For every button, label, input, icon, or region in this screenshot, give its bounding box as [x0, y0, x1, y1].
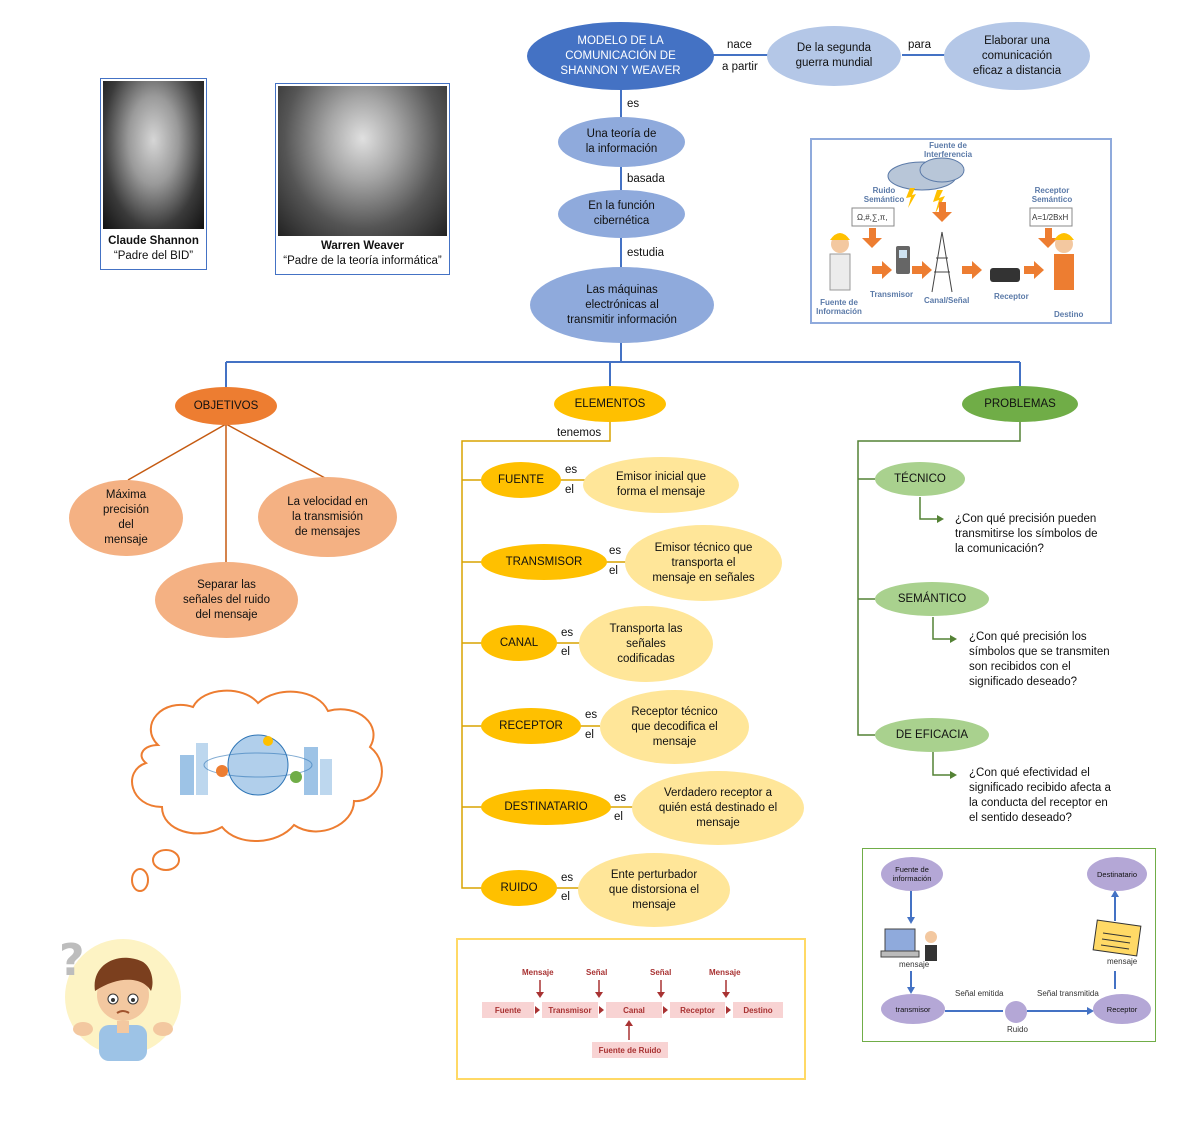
diag3-senal-emitida: Señal emitida: [955, 989, 1004, 998]
label-es: es: [585, 709, 598, 721]
elemento-ruido: RUIDO: [481, 870, 557, 906]
label-el: el: [561, 891, 570, 903]
diag2-ruido: Fuente de Ruido: [592, 1042, 668, 1058]
shannon-photo: [103, 81, 204, 229]
diag1-ruido-sym: Ω,#,∑,π,: [857, 213, 888, 222]
elemento-destinatario: DESTINATARIO: [481, 789, 611, 825]
shannon-name: Claude Shannon: [108, 235, 199, 247]
weaver-photo: [278, 86, 447, 236]
thought-cloud: [131, 689, 383, 892]
objetivos-node: OBJETIVOS: [175, 387, 277, 425]
desc-transmisor: Emisor técnico que transporta el mensaje…: [625, 525, 782, 601]
label-el: el: [565, 484, 574, 496]
label-es: es: [561, 627, 574, 639]
diag3-transmisor: transmisor: [881, 994, 945, 1024]
elemento-fuente: FUENTE: [481, 462, 561, 498]
label-es: es: [609, 545, 622, 557]
diag3-art: [880, 889, 1142, 1015]
desc-receptor: Receptor técnico que decodifica el mensa…: [600, 690, 749, 764]
label-es: es: [614, 792, 627, 804]
diag2-arrows: [535, 980, 731, 1040]
label-para: para: [908, 39, 932, 51]
diag2-label: Señal: [586, 968, 608, 977]
problema-eficacia: DE EFICACIA: [875, 718, 989, 752]
objetivo-item: Separar las señales del ruido del mensaj…: [155, 562, 298, 638]
diag2-label: Mensaje: [709, 968, 741, 977]
diag3-receptor: Receptor: [1093, 994, 1151, 1024]
problema-tecnico: TÉCNICO: [875, 462, 965, 496]
desc-ruido: Ente perturbador que distorsiona el mens…: [578, 853, 730, 927]
maquinas-node: Las máquinas electrónicas al transmitir …: [530, 267, 714, 343]
label-tenemos: tenemos: [557, 427, 602, 439]
label-el: el: [609, 565, 618, 577]
weaver-title: “Padre de la teoría informática”: [283, 255, 442, 267]
teoria-node: Una teoría de la información: [558, 117, 685, 167]
elemento-transmisor: TRANSMISOR: [481, 544, 607, 580]
diag1-interferencia: Fuente de Interferencia: [924, 141, 973, 159]
diag3-fuente: Fuente de información: [881, 857, 943, 891]
diag2-label: Mensaje: [522, 968, 554, 977]
diag2-box: Transmisor: [542, 1002, 598, 1018]
pregunta-eficacia: ¿Con qué efectividad el significado reci…: [969, 767, 1111, 824]
diag3-mensaje-right: mensaje: [1107, 957, 1138, 966]
elaborar-node: Elaborar una comunicación eficaz a dista…: [944, 22, 1090, 90]
label-basada: basada: [627, 173, 665, 185]
pregunta-tecnico: ¿Con qué precisión pueden transmitirse l…: [955, 513, 1098, 555]
label-es: es: [627, 98, 640, 110]
weaver-name: Warren Weaver: [320, 240, 405, 252]
svg-text:?: ?: [59, 935, 85, 986]
confused-boy-illustration: ?: [59, 935, 181, 1061]
communication-diagram-3: Fuente de información Destinatario mensa…: [862, 848, 1156, 1042]
problemas-node: PROBLEMAS: [962, 386, 1078, 422]
shannon-title: “Padre del BID”: [113, 250, 194, 262]
communication-diagram-1: Fuente de Interferencia Ruido Semántico …: [810, 138, 1112, 324]
label-es: es: [561, 872, 574, 884]
diag1-destino: Destino: [1054, 310, 1084, 319]
diag2-box: Canal: [606, 1002, 662, 1018]
label-a-partir: a partir: [722, 61, 758, 73]
weaver-card: Warren Weaver “Padre de la teoría inform…: [275, 83, 450, 275]
objetivo-item: La velocidad en la transmisión de mensaj…: [258, 477, 397, 557]
diag1-ruido: Ruido Semántico: [863, 186, 905, 204]
elementos-node: ELEMENTOS: [554, 386, 666, 422]
label-el: el: [614, 811, 623, 823]
diag1-canal: Canal/Señal: [924, 296, 970, 305]
diag3-mensaje-left: mensaje: [899, 960, 930, 969]
diag3-ruido-node: [1005, 1001, 1027, 1023]
problema-semantico: SEMÁNTICO: [875, 582, 989, 616]
pregunta-semantico: ¿Con qué precisión los símbolos que se t…: [969, 631, 1110, 688]
diag1-fuente: Fuente de Información: [816, 298, 862, 316]
diag1-receptor-sem: Receptor Semántico: [1031, 186, 1073, 204]
funcion-node: En la función cibernética: [558, 190, 685, 238]
objetivo-item: Máxima precisión del mensaje: [69, 480, 183, 556]
diagram-1-art: [829, 157, 1074, 293]
label-el: el: [585, 729, 594, 741]
diag1-receptor-sym: A=1/2BxH: [1032, 213, 1069, 222]
desc-destinatario: Verdadero receptor a quién está destinad…: [632, 771, 804, 845]
guerra-node: De la segunda guerra mundial: [767, 26, 901, 86]
diag2-box: Receptor: [670, 1002, 725, 1018]
diag1-receptor: Receptor: [994, 292, 1029, 301]
diag1-transmisor: Transmisor: [870, 290, 914, 299]
label-nace: nace: [727, 39, 752, 51]
elemento-receptor: RECEPTOR: [481, 708, 581, 744]
label-el: el: [561, 646, 570, 658]
diag3-senal-transmitida: Señal transmitida: [1037, 989, 1099, 998]
shannon-card: Claude Shannon “Padre del BID”: [100, 78, 207, 270]
desc-fuente: Emisor inicial que forma el mensaje: [583, 457, 739, 513]
diag2-box: Fuente: [482, 1002, 534, 1018]
label-estudia: estudia: [627, 247, 665, 259]
communication-diagram-2: Mensaje Señal Señal Mensaje Fuente Trans…: [456, 938, 806, 1080]
label-es: es: [565, 464, 578, 476]
diag2-box: Destino: [733, 1002, 783, 1018]
desc-canal: Transporta las señales codificadas: [579, 606, 713, 682]
diag3-ruido: Ruido: [1007, 1025, 1028, 1034]
diag2-label: Señal: [650, 968, 672, 977]
diag3-destinatario: Destinatario: [1087, 857, 1147, 891]
elemento-canal: CANAL: [481, 625, 557, 661]
main-title-node: MODELO DE LA COMUNICACIÓN DE SHANNON Y W…: [527, 22, 714, 90]
